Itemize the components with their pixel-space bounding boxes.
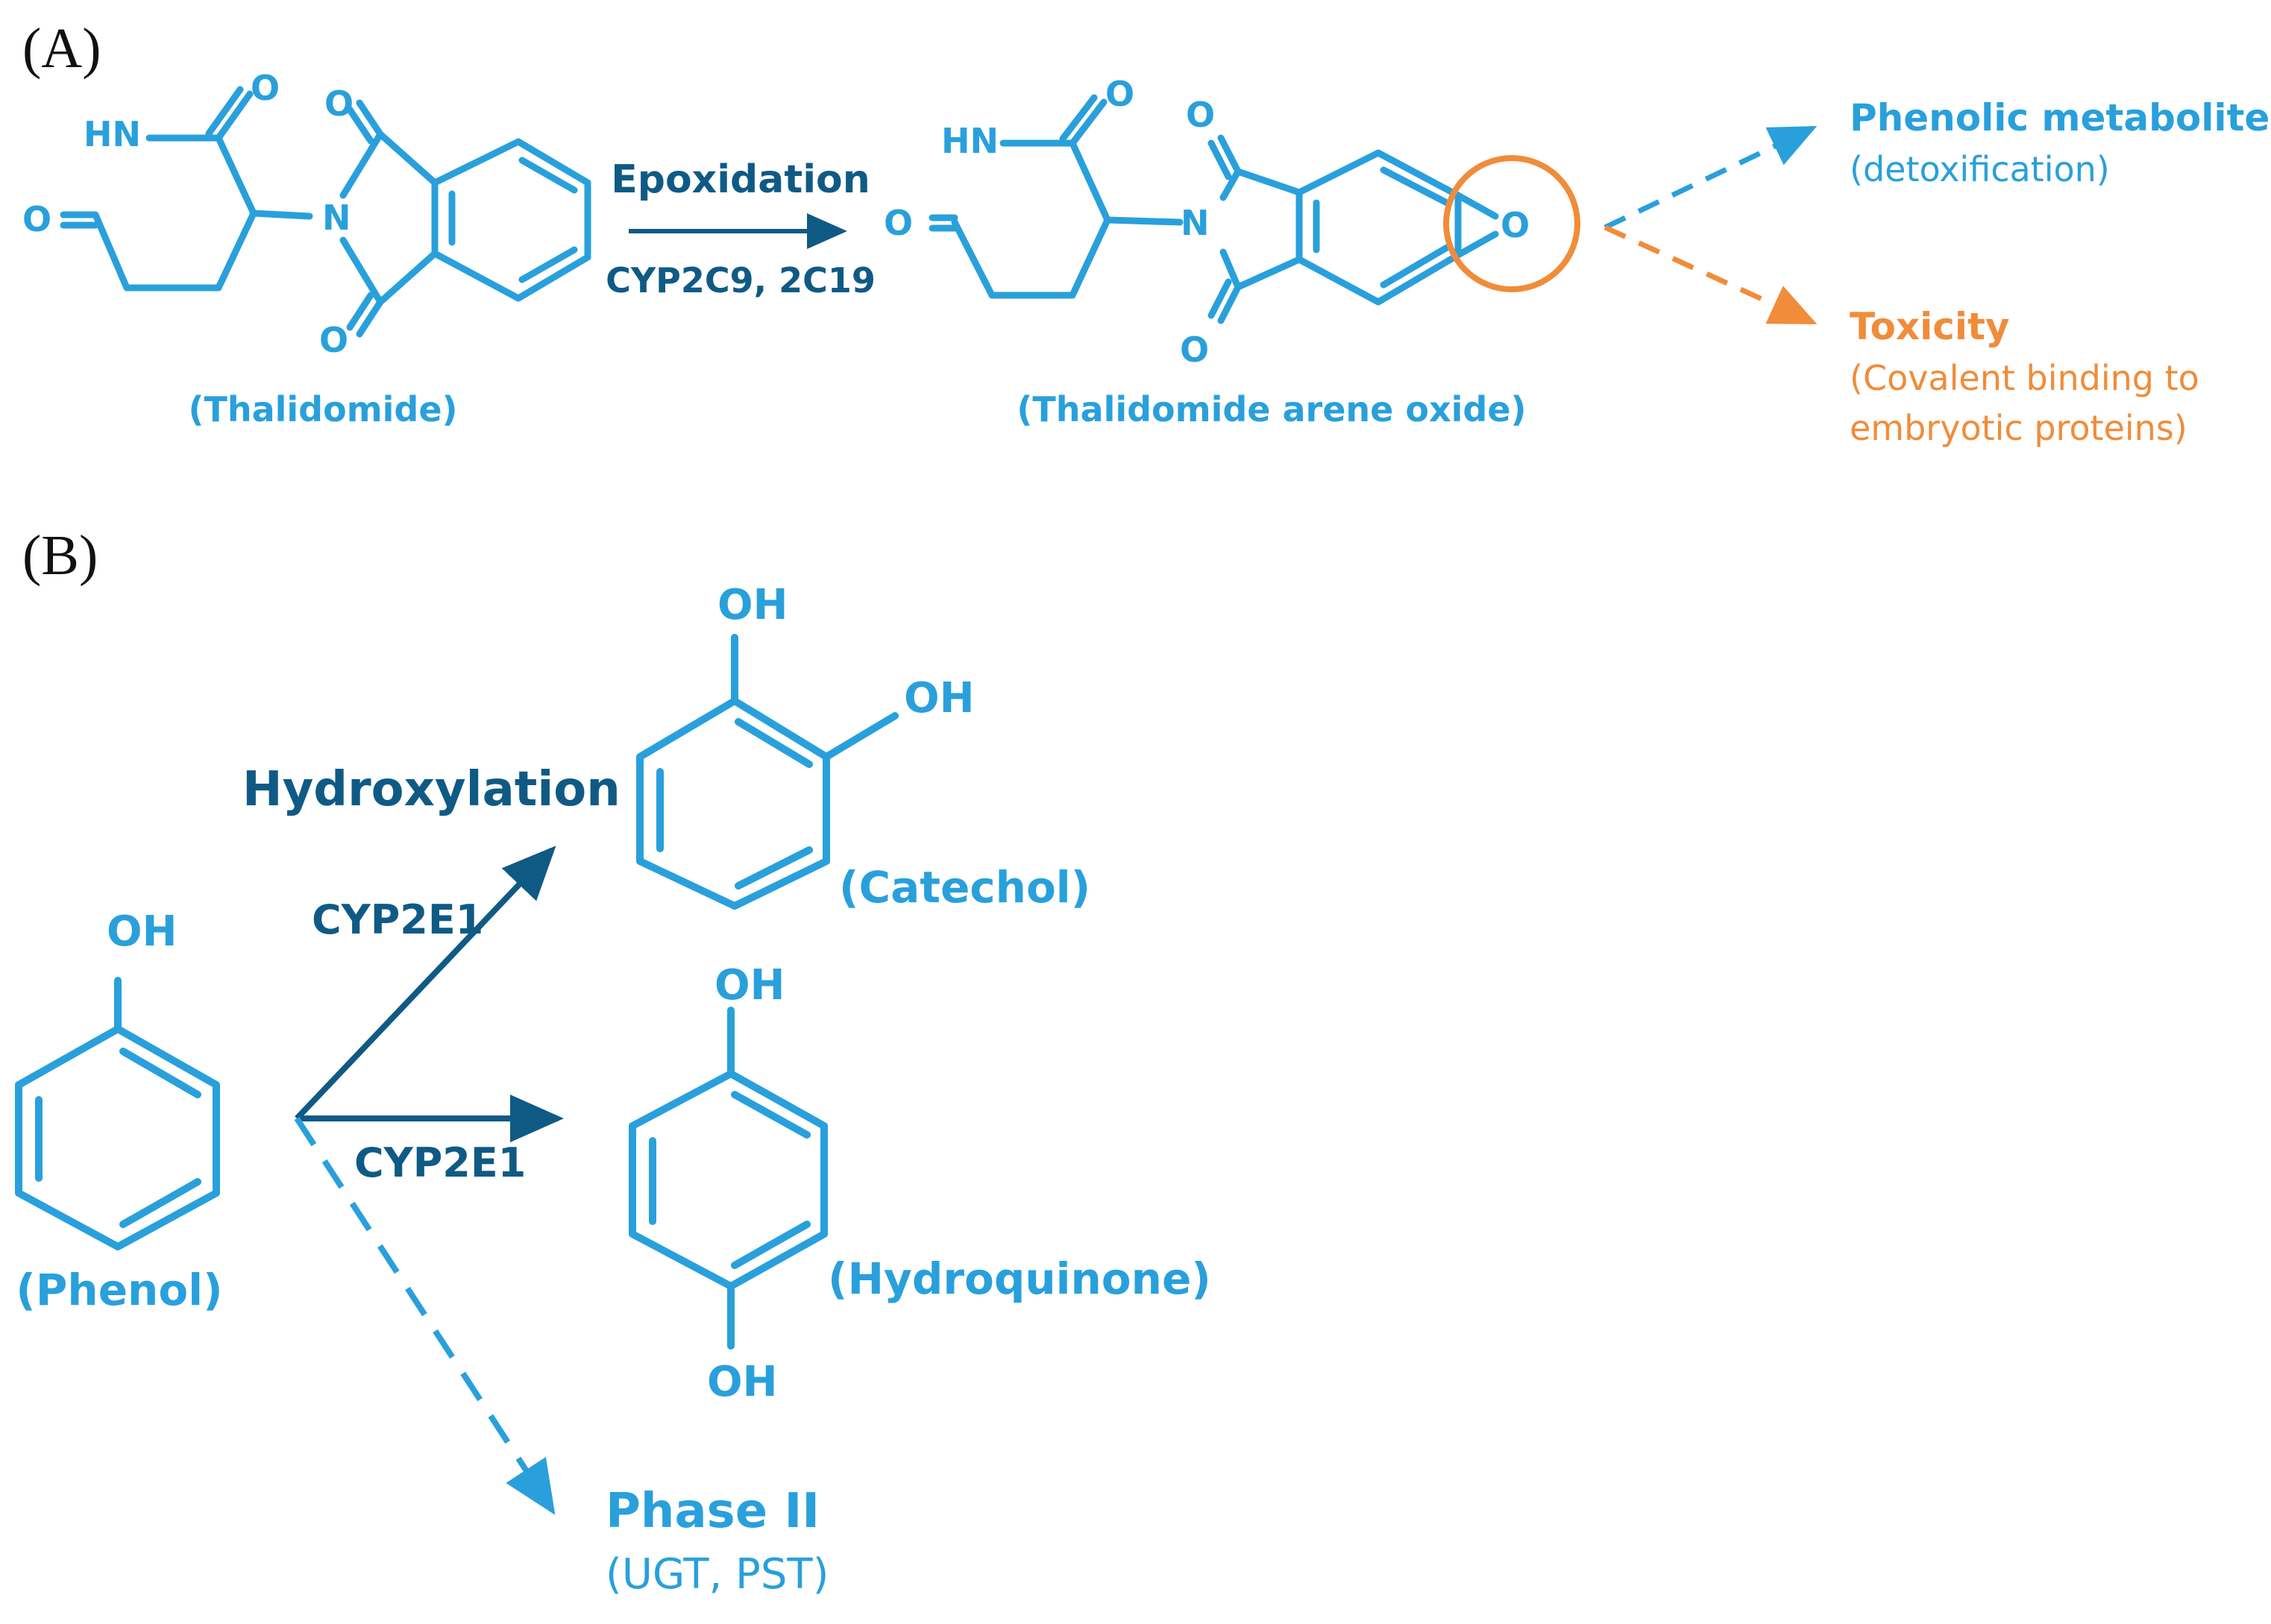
thalidomide-o-label: O — [22, 199, 51, 239]
catechol-structure — [636, 634, 899, 910]
arene-oxide-o-label: O — [1186, 95, 1215, 135]
catechol-oh-label: OH — [904, 674, 974, 723]
catechol-pathway-arrow — [295, 846, 556, 1121]
thalidomide-n-label: N — [322, 198, 351, 238]
hydroquinone-oh-label: OH — [714, 961, 785, 1010]
arene-oxide-atoms: HN O O N O O O — [884, 74, 1530, 370]
thalidomide-structure — [60, 86, 591, 338]
hydroquinone-structure — [629, 1007, 828, 1350]
toxicity-title: Toxicity — [1850, 305, 2009, 348]
toxicity-detail-line: embryotic proteins) — [1850, 408, 2187, 448]
thalidomide-atoms: HN O O N O O — [22, 68, 354, 360]
phase-ii-pathway-arrow — [294, 1116, 556, 1515]
arene-oxide-o-label: O — [1105, 74, 1134, 114]
cyp2e1-lower-label: CYP2E1 — [354, 1139, 526, 1186]
thalidomide-o-label: O — [251, 68, 280, 108]
phenolic-metabolites-title: Phenolic metabolites — [1850, 96, 2271, 139]
arene-oxide-n-label: N — [1181, 203, 1210, 243]
catechol-name: (Catechol) — [839, 862, 1090, 913]
toxicity-detail-line: (Covalent binding to — [1850, 358, 2199, 398]
epoxidation-label: Epoxidation — [611, 157, 870, 202]
phenol-structure — [15, 977, 220, 1250]
hydroxylation-label: Hydroxylation — [242, 762, 621, 817]
phase-ii-enzymes: (UGT, PST) — [606, 1550, 829, 1599]
thalidomide-name: (Thalidomide) — [188, 389, 457, 429]
thalidomide-o-label: O — [324, 84, 354, 124]
arene-oxide-o-label: O — [884, 203, 913, 243]
hydroquinone-name: (Hydroquinone) — [828, 1253, 1211, 1304]
epoxide-highlight-circle — [1443, 155, 1580, 292]
arene-oxide-name: (Thalidomide arene oxide) — [1017, 389, 1526, 429]
panel-a-label: (A) — [22, 17, 101, 80]
hydroquinone-oh-label: OH — [707, 1358, 777, 1406]
toxicity-arrow — [1603, 224, 1818, 325]
thalidomide-nh-label: HN — [84, 114, 141, 154]
arene-oxide-nh-label: HN — [941, 121, 999, 161]
arene-oxide-structure — [929, 94, 1499, 324]
cyp2e1-upper-label: CYP2E1 — [312, 896, 483, 943]
catechol-oh-label: OH — [717, 581, 788, 629]
detoxification-arrow — [1603, 125, 1818, 230]
epoxidation-enzymes: CYP2C9, 2C19 — [606, 260, 876, 300]
phenol-name: (Phenol) — [16, 1265, 222, 1315]
thalidomide-o-label: O — [319, 320, 348, 360]
detoxification-label: (detoxification) — [1850, 149, 2110, 189]
phenol-oh-label: OH — [107, 907, 177, 956]
phase-ii-title: Phase II — [606, 1484, 820, 1539]
epoxide-o-label: O — [1501, 205, 1530, 245]
panel-b-label: (B) — [22, 524, 98, 587]
arene-oxide-o-label: O — [1180, 330, 1209, 370]
